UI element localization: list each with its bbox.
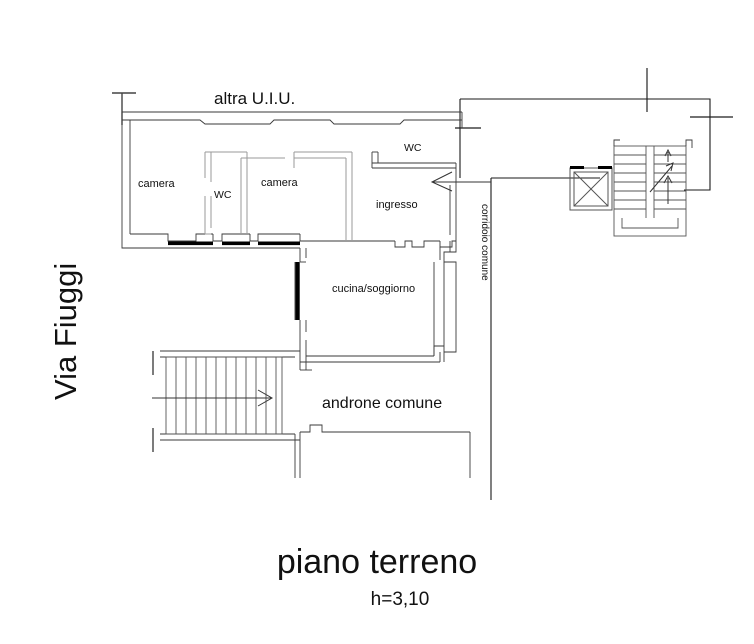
entry-area-walls: [394, 178, 457, 362]
elevator-shaft: [569, 166, 613, 211]
right-bedroom-partition: [293, 151, 353, 240]
label-wc-top: WC: [404, 142, 422, 154]
plan-subtitle: h=3,10: [371, 589, 430, 610]
common-entrance-hall-walls: [160, 350, 471, 478]
entry-stairs: [152, 356, 283, 435]
entrance-direction-arrow: [430, 171, 491, 192]
label-altra-uiu: altra U.I.U.: [214, 89, 295, 108]
stairs-up-arrow: [649, 148, 674, 204]
north-wall: [122, 111, 463, 128]
kitchen-living-room-walls: [294, 247, 445, 371]
entry-stairs-direction-arrow: [152, 389, 274, 407]
common-area-outline: [459, 98, 711, 500]
label-cucina-soggiorno: cucina/soggiorno: [332, 283, 415, 295]
label-androne-comune: androne comune: [322, 395, 442, 412]
label-via-fiuggi: Via Fiuggi: [48, 263, 83, 400]
label-ingresso: ingresso: [376, 199, 418, 211]
common-stairwell: [613, 139, 693, 237]
plan-title: piano terreno: [277, 543, 477, 581]
boundary-tick-marks: [112, 68, 733, 452]
label-wc-inner: WC: [214, 189, 232, 201]
top-wc-room: [371, 151, 457, 178]
label-corridoio-comune: corridoio comune: [479, 204, 490, 281]
bedroom-block-south-wall: [130, 233, 395, 246]
label-camera-right: camera: [261, 177, 299, 189]
west-wall: [121, 112, 300, 249]
inner-wc-partition: [204, 151, 285, 235]
label-camera-left: camera: [138, 178, 176, 190]
